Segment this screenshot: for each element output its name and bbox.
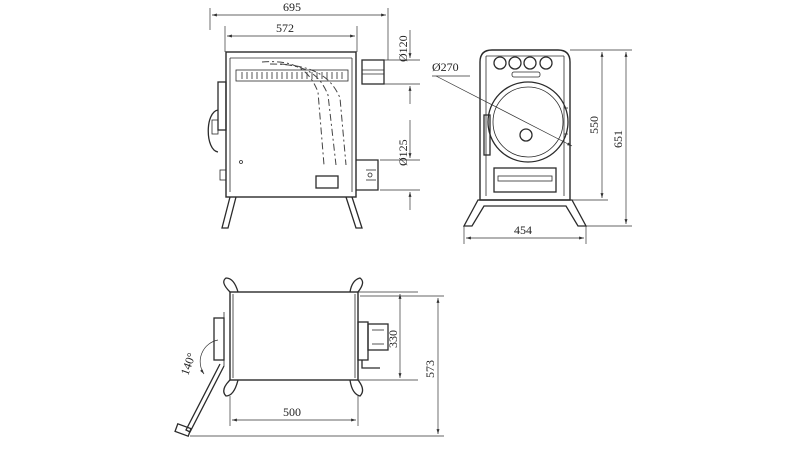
- inlet-pipe-top: [357, 321, 389, 369]
- dim-overall-height: 651: [611, 130, 625, 148]
- flue-pipe-side: [361, 59, 385, 85]
- dim-flue-diameter: Ø120: [396, 35, 410, 62]
- dim-body-height: 550: [587, 116, 601, 134]
- side-view: 695 572: [207, 0, 420, 229]
- internal-duct: [261, 61, 347, 166]
- dim-inlet-diameter: Ø125: [396, 139, 410, 166]
- top-door: [213, 317, 225, 361]
- front-view: Ø270 550 651 454: [432, 49, 632, 244]
- side-door: [217, 81, 227, 131]
- dim-body-width: 572: [276, 21, 294, 35]
- dim-top-width: 330: [386, 330, 400, 348]
- dim-overall-width: 695: [283, 0, 301, 14]
- dim-door-diameter: Ø270: [432, 60, 459, 74]
- vent-slots: [235, 69, 349, 82]
- stove-body-side: [225, 51, 357, 198]
- dim-door-angle: 140°: [178, 351, 199, 377]
- round-door: [483, 81, 569, 163]
- dim-top-depth: 573: [423, 360, 437, 378]
- ash-drawer-front: [493, 167, 557, 193]
- top-vents-front: [493, 56, 553, 78]
- ash-box-side: [315, 175, 339, 189]
- dim-front-width: 454: [514, 223, 532, 237]
- top-view: 140° 330 573 500: [174, 277, 444, 437]
- dim-top-length: 500: [283, 405, 301, 419]
- stove-body-top: [229, 291, 359, 381]
- inlet-pipe-side: [356, 159, 379, 191]
